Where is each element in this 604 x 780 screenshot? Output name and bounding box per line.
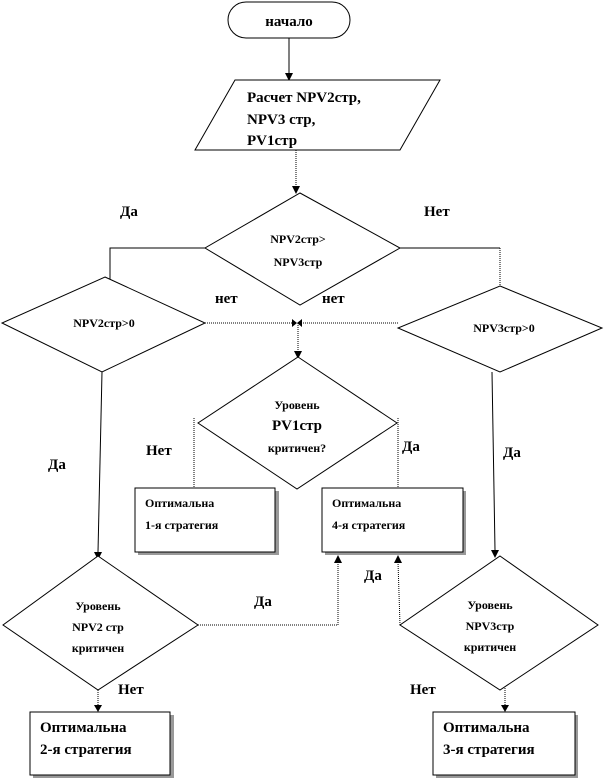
npv3-crit-line-2: NPV3стр (466, 619, 515, 633)
box-2-line-2: 2-я стратегия (40, 742, 132, 758)
label-right-no: нет (322, 291, 345, 307)
npv2-crit-line-1: Уровень (75, 599, 121, 613)
input-line-2: NPV3 стр, (247, 112, 316, 128)
pv1-line-1: Уровень (274, 398, 320, 412)
flow-line (491, 371, 496, 551)
arrow-head-icon (294, 351, 302, 359)
label-left-yes: Да (48, 457, 66, 473)
label-left-no: нет (215, 291, 238, 307)
pv1-line-2: PV1стр (272, 418, 322, 434)
input-line-1: Расчет NPV2стр, (247, 90, 361, 106)
decision-main-line-1: NPV2стр> (270, 232, 326, 246)
label-right-yes: Да (503, 445, 521, 461)
label-main-no: Нет (424, 204, 450, 220)
decision-left-label: NPV2стр>0 (73, 316, 135, 330)
input-block (194, 79, 441, 151)
label-pv1-no: Нет (146, 443, 172, 459)
box-4-line-2: 4-я стратегия (332, 518, 406, 532)
strategy-2-box (29, 711, 171, 776)
arrow-head-icon (292, 186, 300, 194)
box-3-line-1: Оптимальна (443, 720, 530, 736)
strategy-1-box (134, 487, 276, 553)
decision-right-label: NPV3стр>0 (473, 321, 535, 335)
npv3-crit-line-1: Уровень (467, 598, 513, 612)
arrow-head-icon (491, 550, 499, 558)
label-pv1-yes: Да (402, 439, 420, 455)
start-label: начало (265, 14, 313, 30)
label-npv3-crit-no: Нет (410, 682, 436, 698)
npv2-crit-line-2: NPV2 стр (72, 620, 124, 634)
arrow-head-icon (94, 705, 102, 712)
arrow-head-icon (285, 73, 293, 81)
box-3-line-2: 3-я стратегия (443, 742, 535, 758)
decision-npv3-positive (396, 285, 604, 373)
arrow-head-icon (501, 705, 509, 712)
flow-line (397, 561, 401, 626)
label-npv2-crit-yes: Да (254, 594, 272, 610)
box-1-line-2: 1-я стратегия (145, 518, 219, 532)
label-npv3-crit-yes: Да (364, 568, 382, 584)
strategy-3-box (432, 711, 576, 776)
decision-main-line-2: NPV3стр (274, 255, 323, 269)
pv1-line-3: критичен? (268, 441, 326, 455)
flow-line (97, 371, 103, 553)
box-2-line-1: Оптимальна (40, 720, 127, 736)
box-1-line-1: Оптимальна (145, 496, 214, 510)
decision-main (204, 192, 402, 306)
label-main-yes: Да (120, 204, 138, 220)
arrow-head-icon (334, 555, 342, 563)
box-4-line-1: Оптимальна (332, 496, 401, 510)
strategy-4-box (321, 487, 464, 553)
arrow-head-icon (394, 555, 402, 563)
decision-pv1-critical (197, 356, 398, 490)
npv3-crit-line-3: критичен (464, 640, 516, 654)
npv2-crit-line-3: критичен (72, 641, 124, 655)
flow-line (198, 562, 339, 626)
input-line-3: PV1стр (247, 133, 297, 149)
label-npv2-crit-no: Нет (118, 682, 144, 698)
decision-npv3-critical (399, 555, 599, 691)
arrow-head-icon (292, 319, 302, 327)
